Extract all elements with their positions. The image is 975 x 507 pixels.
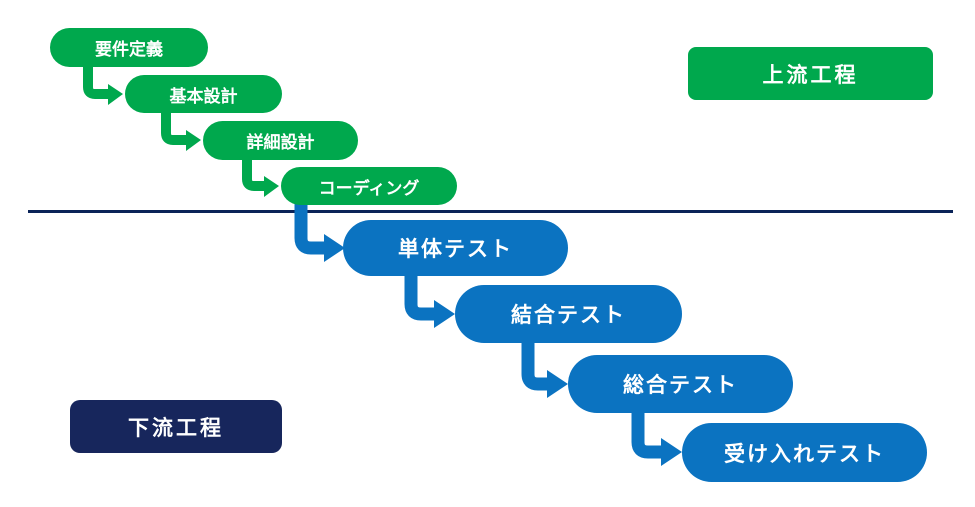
step-unit-test: 単体テスト — [343, 220, 568, 276]
downstream-phase-label: 下流工程 — [70, 400, 282, 453]
arrow-requirements-to-basic — [83, 65, 123, 105]
step-detailed-design: 詳細設計 — [203, 121, 358, 160]
arrow-integration-to-system — [521, 341, 568, 398]
arrow-detailed-to-coding — [242, 158, 279, 197]
step-requirements-definition: 要件定義 — [50, 28, 208, 67]
step-integration-test: 結合テスト — [455, 285, 682, 343]
step-acceptance-test: 受け入れテスト — [682, 423, 927, 482]
step-system-test: 総合テスト — [568, 355, 793, 413]
phase-divider-line — [28, 210, 953, 213]
arrow-unit-to-integration — [404, 274, 455, 328]
upstream-phase-label: 上流工程 — [688, 47, 933, 100]
arrow-basic-to-detailed — [161, 111, 201, 151]
step-coding: コーディング — [281, 167, 457, 205]
step-basic-design: 基本設計 — [125, 75, 282, 113]
arrow-system-to-acceptance — [631, 411, 682, 466]
